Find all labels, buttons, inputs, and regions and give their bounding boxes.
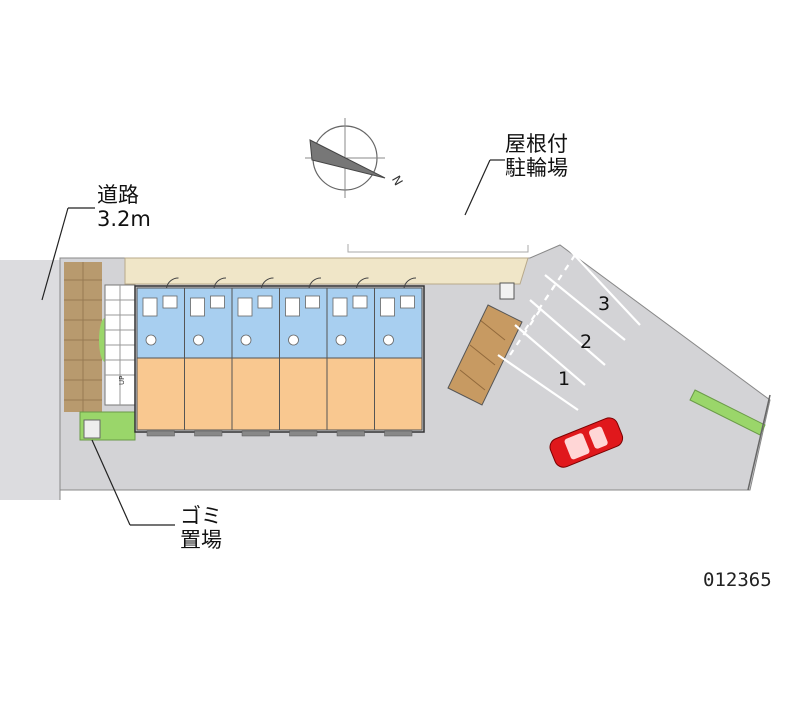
unit-room-1 bbox=[136, 357, 185, 431]
unit-toilet-2 bbox=[193, 334, 204, 346]
unit-toilet-1 bbox=[145, 334, 157, 346]
bike-shed-label-line1: 屋根付 bbox=[505, 132, 568, 156]
unit-bath-6 bbox=[380, 297, 395, 317]
unit-door-6 bbox=[403, 277, 417, 289]
unit-door-3 bbox=[261, 277, 274, 289]
unit-window-5 bbox=[336, 430, 365, 437]
garbage-label-line1: ゴミ bbox=[180, 504, 222, 528]
bike-shed-label: 屋根付 駐輪場 bbox=[505, 132, 568, 180]
unit-room-6 bbox=[374, 357, 423, 431]
parking-space-1: 1 bbox=[558, 368, 570, 390]
road-area bbox=[0, 260, 60, 500]
unit-bath-3 bbox=[237, 297, 253, 317]
unit-window-2 bbox=[194, 430, 223, 437]
unit-kitchen-4 bbox=[305, 295, 320, 309]
unit-bath-1 bbox=[142, 297, 158, 317]
apartment-building bbox=[134, 277, 425, 437]
parking-dashes bbox=[509, 254, 576, 356]
compass-north-label: N bbox=[389, 173, 406, 188]
unit-door-1 bbox=[166, 277, 179, 289]
unit-toilet-4 bbox=[288, 334, 299, 346]
bike-shed bbox=[447, 304, 523, 406]
garbage-box bbox=[83, 419, 101, 439]
parking-lines bbox=[497, 244, 641, 411]
unit-room-3 bbox=[231, 357, 280, 431]
parking-space-3: 3 bbox=[598, 293, 610, 315]
bike-leader bbox=[464, 159, 491, 216]
unit-bath-2 bbox=[190, 297, 205, 317]
unit-toilet-3 bbox=[240, 334, 252, 346]
unit-room-2 bbox=[184, 357, 233, 431]
bike-shed-texture bbox=[459, 319, 506, 391]
bike-shed-label-line2: 駐輪場 bbox=[505, 156, 568, 180]
unit-kitchen-6 bbox=[400, 295, 415, 309]
garbage-label-line2: 置場 bbox=[180, 528, 222, 552]
unit-kitchen-1 bbox=[162, 295, 178, 309]
road-leader bbox=[41, 207, 69, 301]
unit-room-4 bbox=[279, 357, 328, 431]
unit-kitchen-3 bbox=[257, 295, 273, 309]
garbage-label: ゴミ 置場 bbox=[180, 504, 222, 552]
unit-window-4 bbox=[289, 430, 318, 437]
unit-room-5 bbox=[326, 357, 375, 431]
walkway-strip bbox=[124, 257, 529, 285]
unit-kitchen-5 bbox=[352, 295, 368, 309]
property-code: 012365 bbox=[703, 569, 772, 591]
brick-texture bbox=[64, 262, 102, 412]
site-boundary-top bbox=[347, 244, 529, 253]
unit-window-3 bbox=[241, 430, 270, 437]
building-outline bbox=[134, 285, 425, 433]
parking-space-2: 2 bbox=[580, 331, 592, 353]
unit-bath-5 bbox=[332, 297, 348, 317]
road-label-line2: 3.2m bbox=[97, 207, 151, 231]
road-label-line1: 道路 bbox=[97, 183, 139, 207]
unit-door-4 bbox=[308, 277, 322, 289]
car-icon bbox=[549, 417, 624, 468]
compass-icon bbox=[305, 118, 386, 198]
unit-door-2 bbox=[213, 277, 227, 289]
unit-window-6 bbox=[384, 430, 413, 437]
stair-up-label: UP bbox=[118, 376, 126, 385]
bike-rack-symbol bbox=[499, 282, 515, 300]
stair-steps bbox=[105, 285, 135, 405]
unit-door-5 bbox=[356, 277, 369, 289]
unit-window-1 bbox=[146, 430, 175, 437]
road-label: 道路 3.2m bbox=[97, 183, 151, 231]
garbage-leader bbox=[91, 439, 131, 526]
unit-bath-4 bbox=[285, 297, 300, 317]
unit-kitchen-2 bbox=[210, 295, 225, 309]
unit-toilet-6 bbox=[383, 334, 394, 346]
right-fence bbox=[747, 394, 771, 491]
unit-toilet-5 bbox=[335, 334, 347, 346]
